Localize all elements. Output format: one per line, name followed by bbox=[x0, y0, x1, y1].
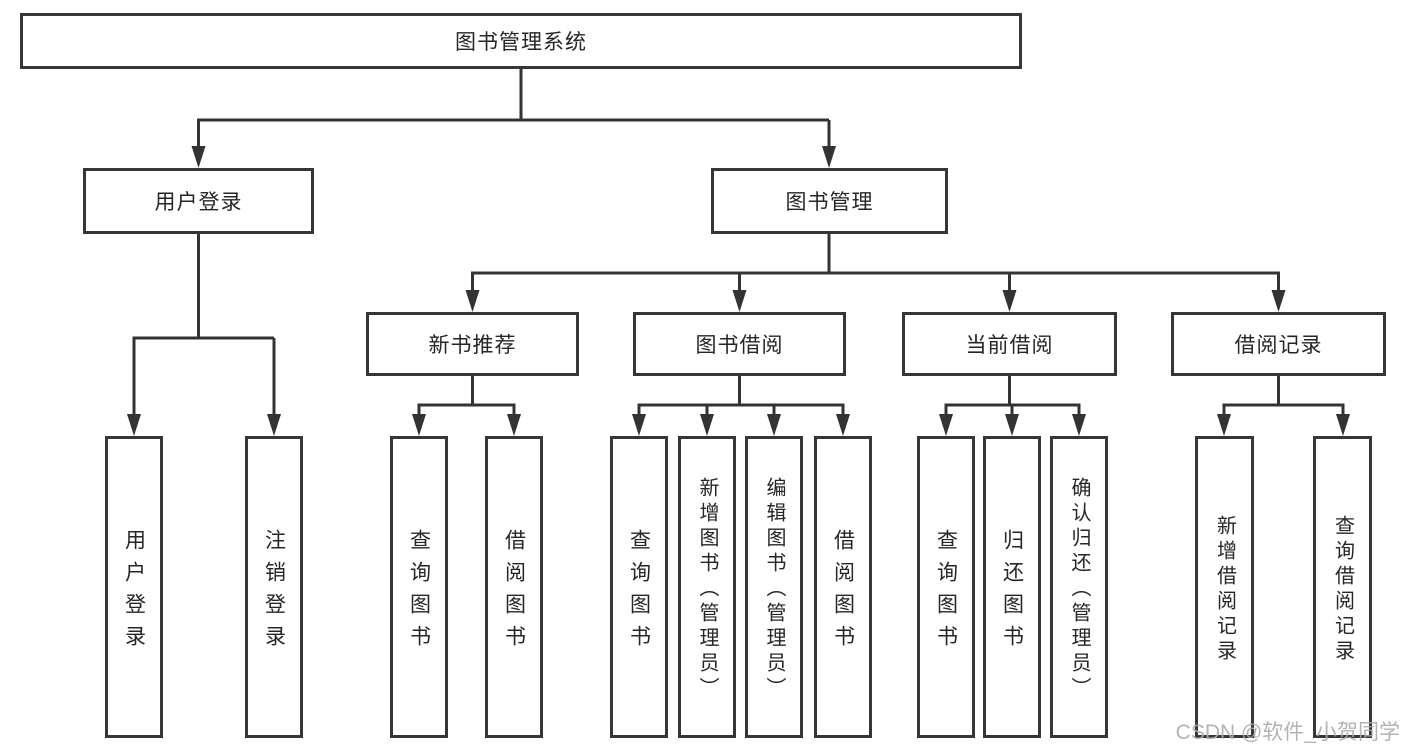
leaf-records-add-record-label: 新增借阅记录 bbox=[1213, 514, 1236, 665]
leaf-newbook-borrow-books-label: 借阅图书 bbox=[502, 528, 526, 657]
leaf-current-return-books: 归还图书 bbox=[983, 436, 1041, 738]
leaf-current-confirm-return-admin-label: 确认归还（管理员） bbox=[1068, 477, 1090, 702]
leaf-records-add-record: 新增借阅记录 bbox=[1195, 436, 1254, 738]
node-borrowing-records: 借阅记录 bbox=[1171, 312, 1386, 376]
leaf-borrowing-query-books-label: 查询图书 bbox=[627, 528, 651, 657]
connector-newbook-to-leaves bbox=[412, 376, 521, 436]
leaf-user-login-label: 用户登录 bbox=[122, 528, 146, 657]
leaf-borrowing-query-books: 查询图书 bbox=[610, 436, 668, 738]
connector-userlogin-to-leaves bbox=[127, 234, 281, 436]
leaf-current-confirm-return-admin: 确认归还（管理员） bbox=[1050, 436, 1108, 738]
leaf-borrowing-borrow-books-label: 借阅图书 bbox=[831, 528, 855, 657]
node-book-borrowing: 图书借阅 bbox=[633, 312, 846, 376]
leaf-newbook-query-books: 查询图书 bbox=[390, 436, 448, 738]
node-book-management: 图书管理 bbox=[711, 168, 948, 234]
leaf-logout-label: 注销登录 bbox=[262, 528, 286, 657]
leaf-current-return-books-label: 归还图书 bbox=[1000, 528, 1024, 657]
connector-current-to-leaves bbox=[939, 376, 1086, 436]
leaf-user-login: 用户登录 bbox=[105, 436, 163, 738]
leaf-borrowing-add-books-admin-label: 新增图书（管理员） bbox=[696, 477, 718, 702]
leaf-borrowing-edit-books-admin-label: 编辑图书（管理员） bbox=[763, 477, 785, 702]
watermark: CSDN @软件_小贺同学 bbox=[1175, 721, 1400, 744]
leaf-current-query-books-label: 查询图书 bbox=[934, 528, 958, 657]
node-library-management-system: 图书管理系统 bbox=[20, 13, 1022, 69]
leaf-borrowing-add-books-admin: 新增图书（管理员） bbox=[678, 436, 736, 738]
leaf-current-query-books: 查询图书 bbox=[917, 436, 975, 738]
connector-root-to-level2 bbox=[191, 69, 836, 168]
leaf-newbook-query-books-label: 查询图书 bbox=[407, 528, 431, 657]
connector-bookmgmt-to-level3 bbox=[465, 234, 1286, 312]
leaf-newbook-borrow-books: 借阅图书 bbox=[485, 436, 543, 738]
node-current-borrowing: 当前借阅 bbox=[902, 312, 1117, 376]
connector-borrowing-to-leaves bbox=[632, 376, 850, 436]
node-new-book-recommend: 新书推荐 bbox=[366, 312, 579, 376]
leaf-borrowing-edit-books-admin: 编辑图书（管理员） bbox=[745, 436, 803, 738]
leaf-logout: 注销登录 bbox=[245, 436, 303, 738]
leaf-borrowing-borrow-books: 借阅图书 bbox=[814, 436, 872, 738]
connector-records-to-leaves bbox=[1217, 376, 1350, 436]
node-user-login: 用户登录 bbox=[83, 168, 314, 234]
leaf-records-query-record: 查询借阅记录 bbox=[1313, 436, 1372, 738]
leaf-records-query-record-label: 查询借阅记录 bbox=[1331, 514, 1354, 665]
